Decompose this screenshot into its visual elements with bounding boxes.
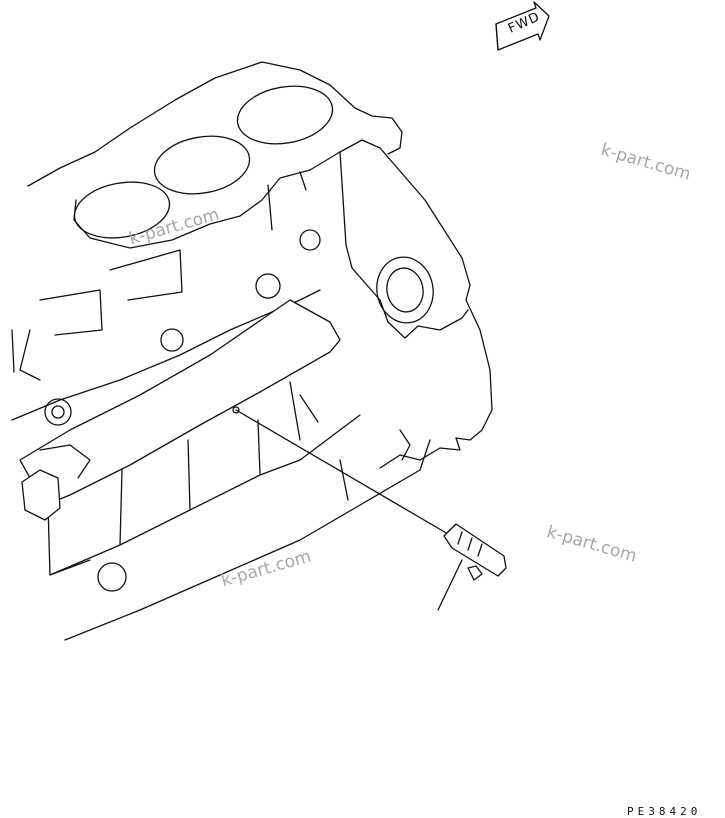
cylinder-block bbox=[11, 61, 493, 641]
fwd-arrow-icon bbox=[495, 1, 550, 51]
oil-level-gauge bbox=[232, 406, 507, 611]
drawing-code: PE38420 bbox=[627, 805, 702, 818]
